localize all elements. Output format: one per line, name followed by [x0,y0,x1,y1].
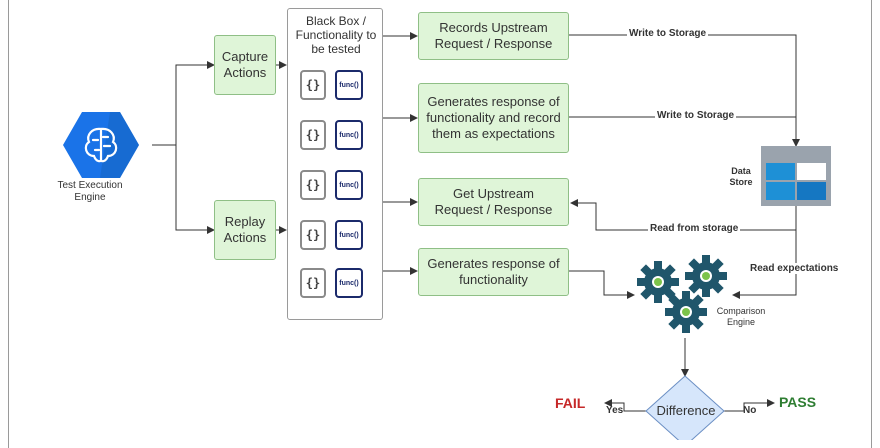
no-label: No [743,405,757,416]
braces-icon: {} [300,268,326,298]
decision-diamond [645,375,725,440]
brain-hexagon-icon [63,112,139,178]
function-icon: func() [335,120,363,150]
get-upstream-box: Get Upstream Request / Response [418,178,569,226]
decision-label: Difference [656,403,716,418]
comparison-engine-label: Comparison Engine [716,306,766,327]
edge-gen-compare [569,270,635,299]
database-table-icon [761,146,831,206]
function-icon: func() [335,220,363,250]
yes-label: Yes [606,405,624,416]
braces-icon: {} [300,170,326,200]
pass-label: PASS [779,394,817,410]
fail-label: FAIL [555,395,586,411]
black-box-title: Black Box / Functionality to be tested [295,14,377,56]
edge-label-read: Read from storage [648,223,741,234]
edge-label-write-1: Write to Storage [627,28,709,39]
record-upstream-box: Records Upstream Request / Response [418,12,569,60]
edge-label-expectations: Read expectations [748,263,841,274]
edge-read-expect [732,230,797,299]
edge-decision-pass [724,399,775,412]
edge-write-1 [569,34,800,147]
engine-label: Test Execution Engine [57,180,123,203]
edge-decision-fail [604,399,646,412]
function-icon: func() [335,268,363,298]
generate-response-box: Generates response of functionality [418,248,569,296]
braces-icon: {} [300,70,326,100]
function-icon: func() [335,170,363,200]
edge-engine-capture [152,61,215,146]
edge-read-storage [570,199,797,231]
function-icon: func() [335,70,363,100]
replay-actions-box: Replay Actions [214,200,276,260]
edge-engine-replay [175,145,215,234]
generate-record-box: Generates response of functionality and … [418,83,569,153]
braces-icon: {} [300,120,326,150]
canvas-frame [8,0,872,448]
data-store-label: Data Store [729,166,753,187]
capture-actions-box: Capture Actions [214,35,276,95]
edge-label-write-2: Write to Storage [655,110,737,121]
braces-icon: {} [300,220,326,250]
